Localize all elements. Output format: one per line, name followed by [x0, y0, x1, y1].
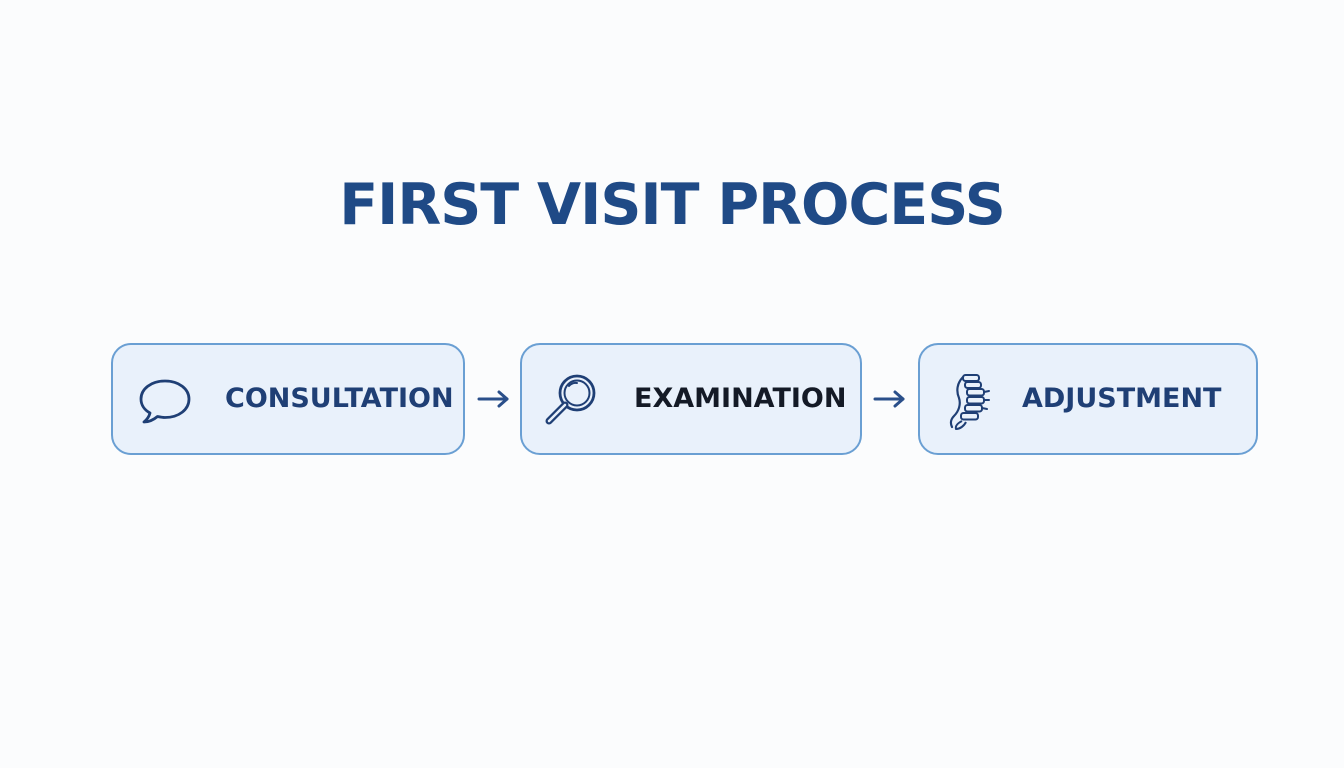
- step-label: CONSULTATION: [225, 383, 454, 414]
- speech-bubble-icon: [135, 371, 195, 431]
- arrow-right-icon: [873, 390, 905, 408]
- step-label: ADJUSTMENT: [1022, 383, 1222, 414]
- arrow-right-icon: [477, 390, 509, 408]
- step-adjustment: ADJUSTMENT: [918, 343, 1258, 455]
- step-label: EXAMINATION: [634, 383, 847, 414]
- page-title: FIRST VISIT PROCESS: [339, 172, 1006, 238]
- magnifying-glass-icon: [540, 371, 600, 431]
- step-consultation: CONSULTATION: [111, 343, 465, 455]
- spine-icon: [942, 371, 1002, 431]
- step-examination: EXAMINATION: [520, 343, 862, 455]
